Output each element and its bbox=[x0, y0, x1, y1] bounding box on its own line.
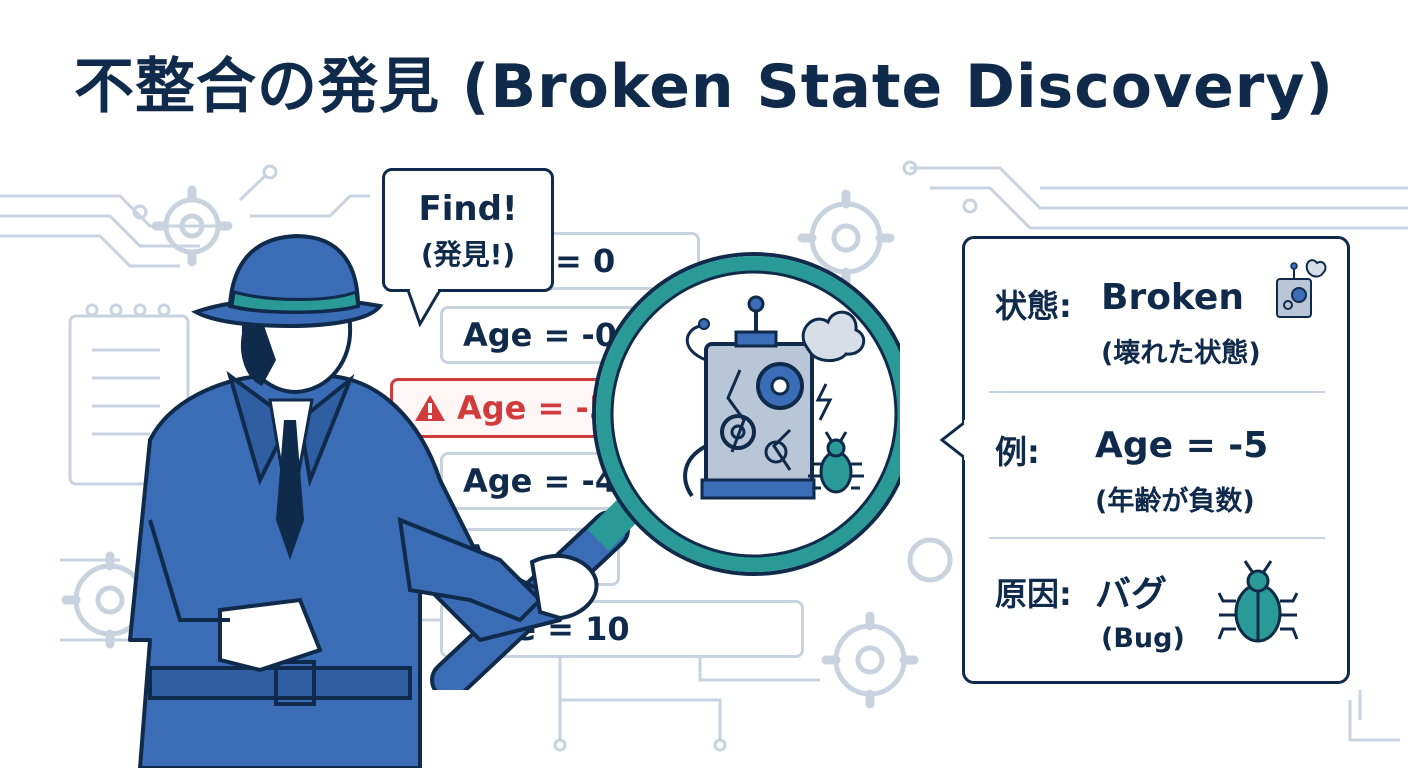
broken-device-icon bbox=[1276, 259, 1327, 318]
record-row: Age = -0 bbox=[440, 306, 670, 364]
cause-value: バグ bbox=[1095, 574, 1168, 615]
bubble-subtitle: (発見!) bbox=[420, 238, 516, 271]
example-note: (年齢が負数) bbox=[1095, 486, 1255, 517]
example-value: Age = -5 bbox=[1095, 425, 1269, 466]
bubble-title: Find! bbox=[418, 189, 518, 229]
cause-note: (Bug) bbox=[1101, 623, 1185, 654]
bubble-tail bbox=[406, 286, 442, 328]
gear-icon bbox=[720, 362, 804, 464]
cause-label: 原因: bbox=[995, 575, 1072, 613]
record-row-text: Age = -4 bbox=[463, 462, 618, 500]
bug-icon bbox=[1217, 560, 1299, 643]
example-label: 例: bbox=[995, 433, 1040, 471]
smoke-cloud-icon bbox=[801, 310, 866, 362]
info-panel-pointer bbox=[939, 420, 968, 460]
record-row-text: Age = -0 bbox=[463, 316, 618, 354]
page-title: 不整合の発見 (Broken State Discovery) bbox=[74, 52, 1334, 122]
warning-icon bbox=[415, 395, 445, 421]
bug-icon bbox=[808, 431, 864, 494]
detective-icon bbox=[128, 233, 599, 768]
info-panel: 状態: Broken (壊れた状態) 例: Age = -5 (年齢が負数) 原… bbox=[962, 236, 1350, 684]
magnifying-glass-icon bbox=[430, 252, 900, 690]
state-note: (壊れた状態) bbox=[1101, 338, 1261, 369]
state-value: Broken bbox=[1101, 277, 1244, 318]
speech-bubble: Find! (発見!) bbox=[382, 168, 554, 292]
state-label: 状態: bbox=[995, 287, 1072, 325]
record-row-text: = 0 bbox=[555, 242, 616, 280]
